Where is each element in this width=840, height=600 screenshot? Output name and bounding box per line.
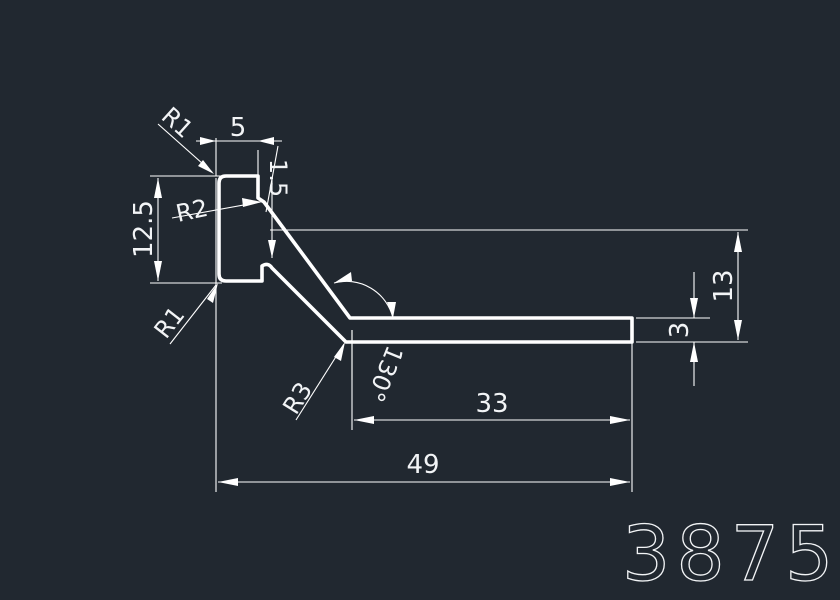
extension-lines [150, 138, 748, 492]
dim-overall-width-label: 49 [406, 450, 439, 480]
radius-top-left: R1 [156, 102, 214, 174]
radius-bend-label: R3 [277, 377, 318, 419]
dim-thickness: 3 [665, 272, 698, 386]
dim-left-height: 12.5 [129, 178, 162, 281]
dim-lip: 1.5 [264, 159, 292, 258]
dim-left-height-label: 12.5 [129, 200, 159, 258]
dim-top-width: 5 [196, 113, 282, 145]
angle-label: 130° [361, 342, 409, 406]
dim-lip-label: 1.5 [264, 159, 292, 197]
radius-inner: R2 [171, 194, 262, 228]
dim-flange-length-label: 33 [475, 389, 508, 419]
radius-bend: R3 [277, 342, 345, 421]
dim-flange-length: 33 [354, 389, 630, 424]
part-number: 3875 [622, 509, 839, 598]
dim-overall-height: 13 [709, 232, 742, 340]
dim-overall-height-label: 13 [709, 269, 739, 302]
radius-top-left-label: R1 [156, 102, 198, 144]
dim-top-width-label: 5 [230, 113, 247, 143]
dim-overall-width: 49 [218, 450, 630, 486]
radius-bottom-left-label: R1 [149, 301, 191, 343]
radius-bottom-left: R1 [149, 283, 218, 345]
dim-thickness-label: 3 [665, 322, 695, 339]
radius-inner-label: R2 [173, 194, 210, 228]
profile-outline [217, 174, 634, 344]
